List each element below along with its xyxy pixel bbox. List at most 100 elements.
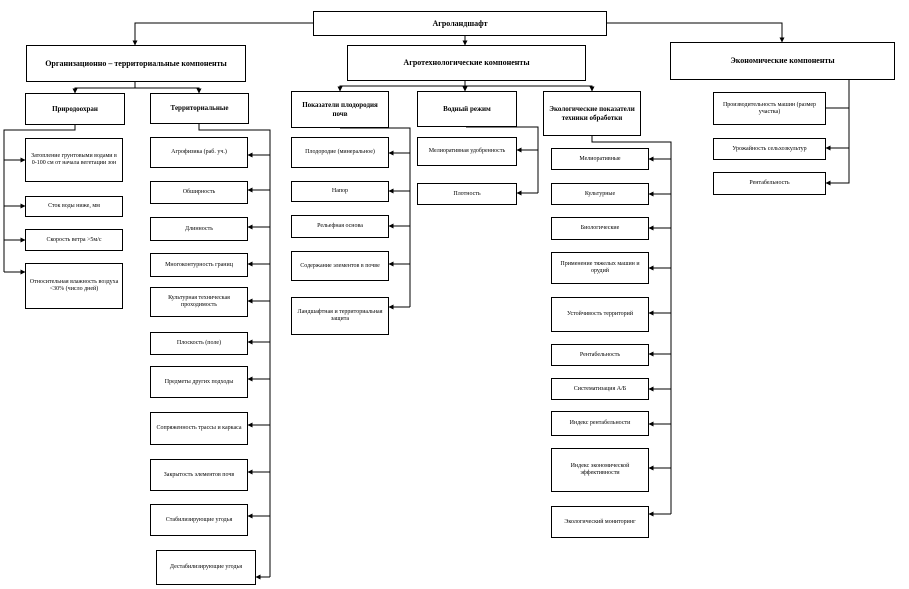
link-eco-1	[825, 108, 850, 151]
group-links-label: Экологические показатели техники обработ…	[549, 105, 635, 122]
group-links: Экологические показатели техники обработ…	[543, 91, 641, 136]
territory-item: Культурная техническая проходимость	[150, 287, 248, 317]
links-item-label: Биологические	[580, 225, 620, 232]
links-item-label: Применение тяжелых машин и орудий	[560, 261, 640, 274]
group-territory-label: Территориальные	[170, 104, 229, 113]
territory-item-label: Плоскость (поле)	[176, 340, 222, 347]
eco-item: Урожайность сельхозкультур	[713, 138, 826, 160]
territory-item-label: Многоконтурность границ	[165, 261, 233, 268]
protection-item-label: Относительная влажность воздуха <30% (чи…	[29, 279, 119, 292]
links-item-label: Индекс рентабельности	[569, 420, 631, 427]
links-item-label: Систематизация А/Б	[573, 385, 627, 392]
eco-item-label: Рентабельность	[749, 180, 790, 187]
links-item: Культурные	[551, 183, 649, 205]
category-eco-label: Экономические компоненты	[730, 56, 835, 66]
territory-item-label: Стабилизирующие угодья	[165, 516, 233, 523]
category-org-label: Организационно – территориальные компоне…	[45, 58, 227, 68]
link-agro-soil	[337, 81, 466, 92]
water-item: Мелиоративная удобренность	[417, 137, 517, 166]
bus-protection	[3, 125, 76, 272]
links-item: Устойчивость территорий	[551, 297, 649, 332]
territory-item: Сопряженность трассы и каркаса	[150, 412, 248, 445]
links-item: Биологические	[551, 217, 649, 240]
root-node: Агроландшафт	[313, 11, 607, 36]
territory-item-label: Культурная техническая проходимость	[168, 295, 230, 308]
group-water-label: Водный режим	[443, 104, 491, 113]
soil-item-label: Напор	[331, 188, 349, 195]
links-item-label: Мелиоративные	[579, 155, 621, 162]
protection-item: Затопление грунтовыми водами в 0-100 см …	[25, 138, 123, 182]
protection-item-label: Скорость ветра >5м/с	[46, 236, 102, 243]
territory-item-label: Закрытость элементов почв	[163, 471, 235, 478]
group-territory: Территориальные	[150, 93, 249, 124]
links-item-label: Устойчивость территорий	[566, 311, 634, 318]
category-agro-label: Агротехнологические компоненты	[403, 58, 530, 68]
link-eco-2	[825, 148, 850, 186]
group-soil-label: Показатели плодородия почв	[302, 101, 378, 118]
water-item-label: Мелиоративная удобренность	[428, 148, 506, 155]
link-root-eco	[606, 22, 785, 43]
territory-item: Стабилизирующие угодья	[150, 504, 248, 536]
category-eco: Экономические компоненты	[670, 42, 895, 80]
protection-item: Сток воды ниже, мм	[25, 196, 123, 217]
links-item-label: Индекс экономической эффективности	[570, 463, 630, 476]
bus-soil	[340, 127, 411, 307]
category-org: Организационно – территориальные компоне…	[26, 45, 246, 82]
bus-territory	[198, 124, 271, 577]
links-item: Индекс рентабельности	[551, 411, 649, 436]
soil-item-label: Содержание элементов в почве	[300, 262, 380, 269]
protection-item-label: Затопление грунтовыми водами в 0-100 см …	[31, 153, 117, 166]
links-item-label: Культурные	[584, 190, 616, 197]
territory-item-label: Агрофизика (раб. уч.)	[171, 149, 227, 156]
protection-item: Скорость ветра >5м/с	[25, 229, 123, 251]
eco-item-label: Урожайность сельхозкультур	[732, 145, 807, 152]
soil-item: Содержание элементов в почве	[291, 251, 389, 281]
territory-item-label: Длинность	[185, 225, 213, 232]
links-item: Индекс экономической эффективности	[551, 448, 649, 492]
links-item: Систематизация А/Б	[551, 378, 649, 400]
territory-item: Многоконтурность границ	[150, 253, 248, 277]
protection-item: Относительная влажность воздуха <30% (чи…	[25, 263, 123, 309]
territory-item: Обширность	[150, 181, 248, 204]
links-item-label: Экологический мониторинг	[564, 518, 636, 525]
territory-item: Дестабилизирующие угодья	[156, 550, 256, 585]
soil-item: Рельефная основа	[291, 215, 389, 238]
water-item-label: Плотность	[453, 190, 481, 197]
group-protection-label: Природоохран	[52, 104, 98, 113]
soil-item: Ландшафтная и территориальная защита	[291, 297, 389, 335]
links-item: Рентабельность	[551, 344, 649, 366]
group-soil: Показатели плодородия почв	[291, 91, 389, 128]
category-agro: Агротехнологические компоненты	[347, 45, 586, 81]
soil-item: Плодородие (минеральное)	[291, 137, 389, 168]
territory-item-label: Дестабилизирующие угодья	[169, 564, 243, 571]
links-item-label: Рентабельность	[579, 351, 621, 358]
link-org-territory	[134, 82, 202, 94]
soil-item-label: Ландшафтная и территориальная защита	[297, 309, 383, 322]
protection-item-label: Сток воды ниже, мм	[48, 203, 100, 210]
bus-eco	[826, 80, 850, 109]
root-label: Агроландшафт	[432, 18, 488, 28]
eco-item-label: Производительность машин (размер участка…	[722, 101, 817, 115]
territory-item: Плоскость (поле)	[150, 332, 248, 355]
territory-item: Закрытость элементов почв	[150, 459, 248, 491]
links-item: Применение тяжелых машин и орудий	[551, 252, 649, 284]
eco-item: Производительность машин (размер участка…	[713, 92, 826, 125]
territory-item-label: Сопряженность трассы и каркаса	[156, 425, 242, 432]
links-item: Мелиоративные	[551, 148, 649, 170]
link-agro-links	[464, 81, 595, 92]
territory-item-label: Обширность	[182, 189, 216, 196]
link-org-protection	[72, 82, 136, 94]
soil-item-label: Рельефная основа	[317, 223, 363, 230]
group-protection: Природоохран	[25, 93, 125, 125]
soil-item-label: Плодородие (минеральное)	[305, 149, 375, 156]
territory-item: Агрофизика (раб. уч.)	[150, 137, 248, 168]
links-item: Экологический мониторинг	[551, 506, 649, 538]
bus-water	[466, 126, 539, 193]
territory-item: Длинность	[150, 217, 248, 241]
bus-links	[591, 136, 672, 514]
group-water: Водный режим	[417, 91, 517, 127]
water-item: Плотность	[417, 183, 517, 205]
territory-item: Предметы других подходы	[150, 366, 248, 398]
soil-item: Напор	[291, 181, 389, 202]
